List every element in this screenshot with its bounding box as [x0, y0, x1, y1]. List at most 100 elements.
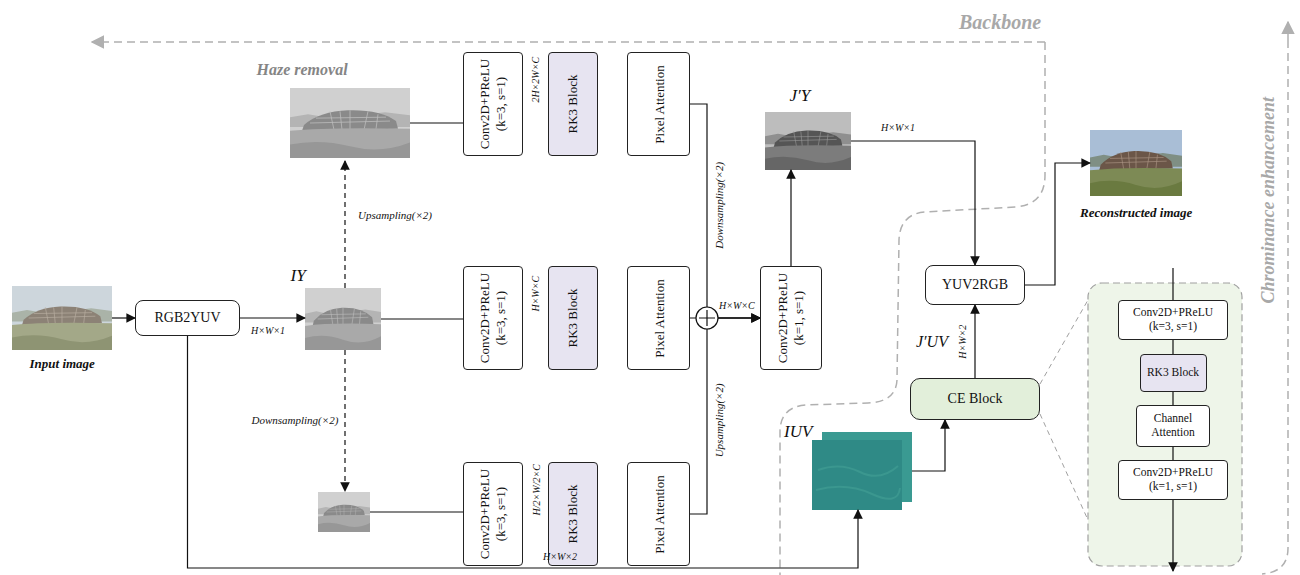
dashed-arrow — [344, 350, 345, 491]
connector — [690, 104, 760, 318]
dimension-label: H×W×2 — [957, 325, 969, 359]
box-text: RK3 Block — [565, 485, 581, 544]
image-caption: J′Y — [790, 86, 811, 106]
region-title: Haze removal — [257, 61, 348, 79]
conv-block: Conv2D+PReLU(k=3, s=1) — [463, 462, 523, 566]
box-text: (k=1, s=1) — [791, 291, 807, 345]
dimension-label: Downsampling(×2) — [252, 414, 339, 427]
wire — [1172, 268, 1173, 300]
dimension-label: H×W×1 — [251, 325, 285, 337]
conv-block: Conv2D+PReLU(k=1, s=1) — [1118, 460, 1228, 500]
luma-photo — [318, 492, 370, 532]
image-panel: Input image — [12, 286, 112, 350]
image-caption: IY — [291, 266, 306, 286]
rk3-block: RK3 Block — [548, 462, 598, 566]
dashed-arrow — [344, 161, 345, 288]
image-caption: IUV — [784, 422, 812, 442]
image-caption: Input image — [30, 357, 95, 372]
dimension-label: H×W×C — [719, 300, 755, 312]
box-text: (k=3, s=1) — [493, 77, 509, 131]
image-panel: Reconstructed image — [1090, 130, 1182, 196]
connector — [1025, 163, 1090, 285]
attention-block: Pixel Attention — [627, 52, 690, 156]
dimension-label: H×W×2 — [543, 551, 577, 563]
conv-block: Conv2D+PReLU(k=1, s=1) — [760, 266, 822, 370]
dimension-label: Upsampling(×2) — [713, 383, 726, 457]
process-box: YUV2RGB — [925, 265, 1025, 305]
text-holder: Pixel Attention — [628, 53, 689, 155]
input-photo — [12, 286, 112, 350]
region-title: Chrominance enhancement — [1257, 97, 1278, 304]
text-holder: YUV2RGB — [930, 266, 1020, 304]
text-holder: Conv2D+PReLU(k=3, s=1) — [464, 267, 522, 369]
box-text: (k=3, s=1) — [493, 487, 509, 541]
connector — [790, 170, 791, 266]
box-text: (k=3, s=1) — [1149, 320, 1197, 334]
box-text: RK3 Block — [565, 289, 581, 348]
text-holder: Conv2D+PReLU(k=3, s=1) — [464, 463, 522, 565]
leader-line — [1040, 300, 1088, 520]
output-photo — [1090, 130, 1182, 196]
dimension-label: Upsampling(×2) — [358, 209, 432, 222]
sum-symbol — [696, 307, 718, 329]
box-text: YUV2RGB — [942, 277, 1008, 294]
dimension-label: H/2×W/2×C — [530, 464, 542, 515]
image-caption: Reconstructed image — [1080, 206, 1192, 221]
box-text: RK3 Block — [1147, 366, 1199, 380]
box-text: Conv2D+PReLU — [775, 273, 791, 363]
conv-block: Conv2D+PReLU(k=3, s=1) — [1118, 300, 1228, 340]
text-holder: RGB2YUV — [140, 301, 235, 335]
detail-panel — [1088, 283, 1242, 566]
connector — [1172, 392, 1173, 405]
box-text: (k=3, s=1) — [493, 291, 509, 345]
box-text: Pixel Attention — [651, 65, 667, 143]
wire — [370, 511, 463, 512]
box-text: (k=1, s=1) — [1149, 480, 1197, 494]
box-text: CE Block — [948, 391, 1003, 408]
chroma-texture — [816, 466, 900, 499]
box-text: Pixel Attention — [651, 475, 667, 553]
connector — [240, 317, 305, 318]
text-holder: Conv2D+PReLU(k=3, s=1) — [464, 53, 522, 155]
box-text: RK3 Block — [565, 75, 581, 134]
text-holder: RK3 Block — [549, 53, 597, 155]
box-text: Conv2D+PReLU — [1133, 306, 1213, 320]
connector — [912, 420, 945, 471]
attention-block: Pixel Attention — [627, 266, 690, 370]
connector — [974, 305, 975, 378]
dimension-label: 2H×2W×C — [530, 57, 542, 103]
attention-block: Pixel Attention — [627, 462, 690, 566]
text-holder: Conv2D+PReLU(k=1, s=1) — [1123, 461, 1223, 499]
text-holder: Conv2D+PReLU(k=1, s=1) — [761, 267, 821, 369]
wire — [1172, 500, 1173, 571]
region-arrow — [92, 41, 1045, 43]
symbol-label: J′UV — [916, 333, 948, 351]
wire — [410, 122, 463, 123]
conv-block: Conv2D+PReLU(k=3, s=1) — [463, 266, 523, 370]
region-arrow — [1287, 22, 1289, 40]
box-text: RGB2YUV — [154, 310, 220, 327]
dimension-label: H×W×C — [530, 276, 542, 312]
text-holder: RK3 Block — [549, 267, 597, 369]
text-holder: Pixel Attention — [628, 267, 689, 369]
connector — [381, 318, 463, 319]
box-text: Pixel Attention — [651, 279, 667, 357]
text-holder: Conv2D+PReLU(k=3, s=1) — [1123, 301, 1223, 339]
ce-block: CE Block — [910, 378, 1040, 420]
attention-block: Channel Attention — [1136, 405, 1210, 447]
box-text: Conv2D+PReLU — [477, 59, 493, 149]
luma-photo — [305, 288, 381, 350]
box-text: Conv2D+PReLU — [477, 273, 493, 363]
text-holder: Channel Attention — [1141, 406, 1205, 446]
rk3-block: RK3 Block — [548, 52, 598, 156]
box-text: Conv2D+PReLU — [1133, 466, 1213, 480]
dehazed-luma-photo — [765, 112, 851, 170]
image-panel: J′Y — [765, 112, 851, 170]
chroma-plane — [812, 440, 902, 510]
connector — [188, 336, 859, 568]
image-panel: IY — [305, 288, 381, 350]
box-text: Conv2D+PReLU — [477, 469, 493, 559]
box-text: Channel Attention — [1141, 412, 1205, 440]
connector — [851, 141, 975, 265]
